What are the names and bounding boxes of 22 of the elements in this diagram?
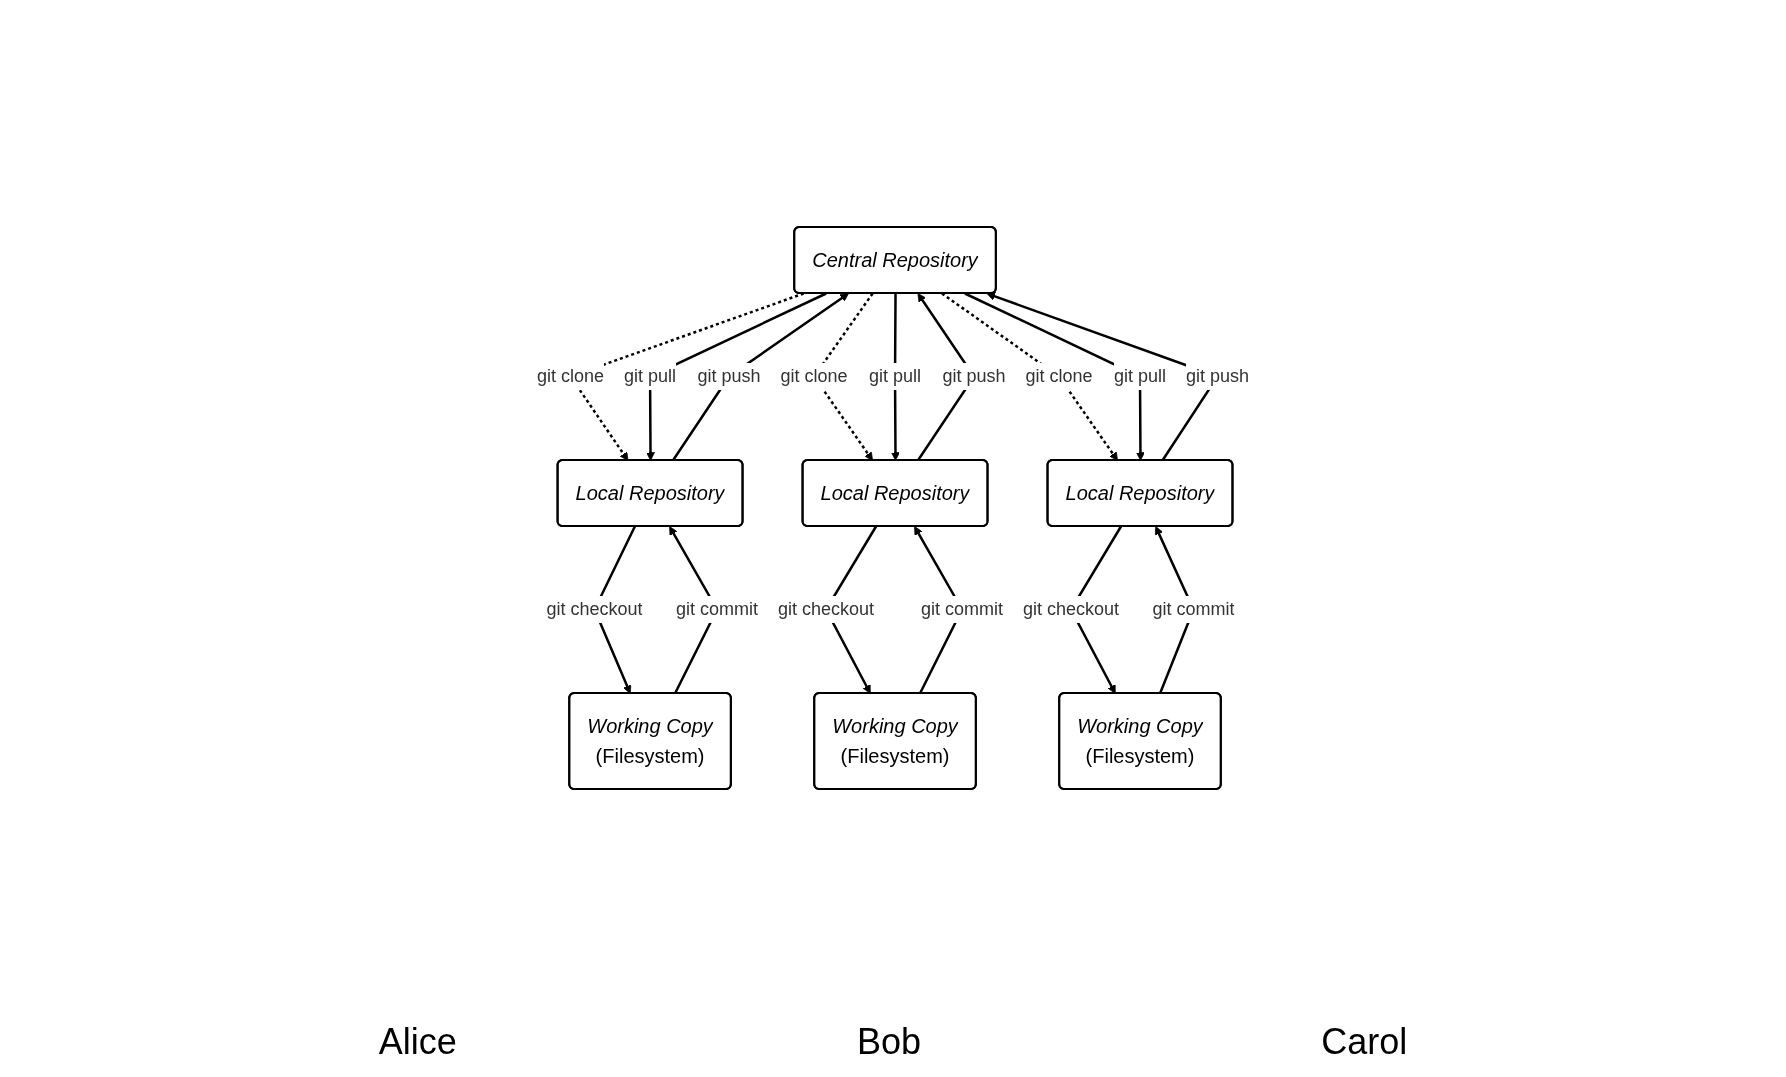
arrow [671,292,849,461]
edge-label: git push [1185,365,1250,386]
edge-label: git pull [868,365,922,386]
person-name: Alice [378,1021,457,1063]
edge-label: git checkout [778,598,875,619]
edge-label: git clone [1025,365,1093,386]
edge-label: git clone [536,365,605,386]
edge-label: git checkout [1022,598,1120,619]
edge-label: git push [697,365,761,386]
arrow [964,291,1145,461]
arrow [646,291,827,461]
edge-label: git push [942,365,1006,386]
edge-label: git clone [780,365,848,386]
edge-label: git commit [920,598,1003,619]
edge-label: git checkout [546,598,643,619]
person-name: Bob [856,1021,921,1063]
edge-label: git pull [624,365,677,386]
edge-label: git commit [675,598,758,619]
person-name: Carol [1321,1021,1408,1063]
edge-label: git pull [1113,365,1166,386]
edge-label: git commit [1152,598,1235,619]
arrow [941,292,1118,461]
